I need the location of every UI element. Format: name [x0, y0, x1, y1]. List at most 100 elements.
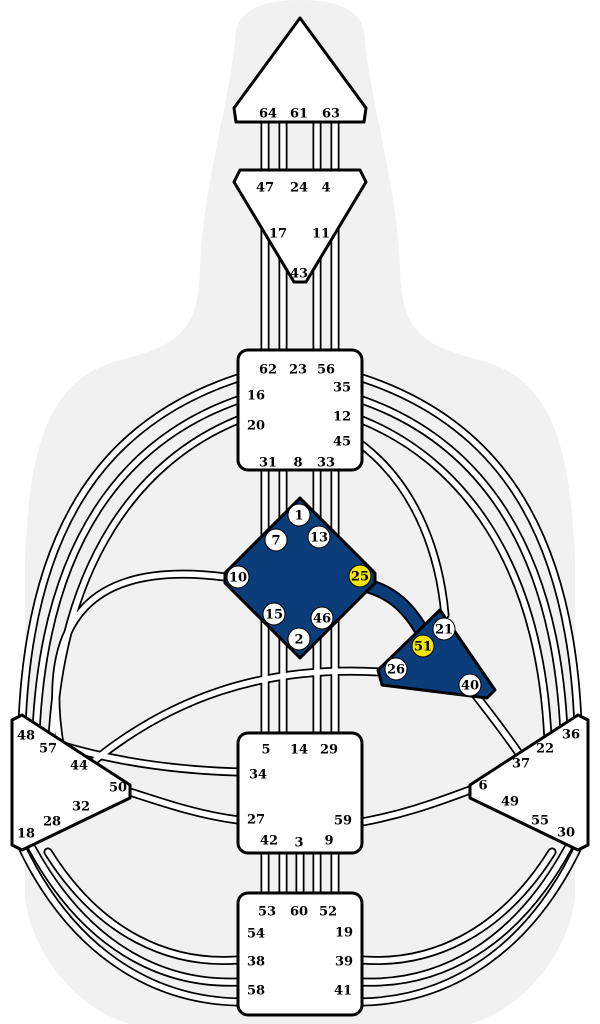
- gate-26: 26: [387, 663, 405, 678]
- gate-13: 13: [310, 531, 328, 546]
- ajna-center: [232, 168, 368, 284]
- gate-40: 40: [461, 679, 479, 694]
- channel-fill: [92, 668, 383, 763]
- channel-fill: [45, 849, 241, 964]
- gate-circle: [384, 657, 408, 681]
- gate-23: 23: [289, 363, 307, 378]
- gate-17: 17: [269, 227, 287, 242]
- gate-19: 19: [335, 926, 353, 941]
- gate-24: 24: [290, 181, 308, 196]
- gate-48: 48: [17, 729, 35, 744]
- gate-54: 54: [247, 927, 265, 942]
- channel-fill: [359, 442, 448, 618]
- gate-38: 38: [247, 955, 265, 970]
- gate-circle: [287, 627, 311, 651]
- gate-10: 10: [229, 571, 247, 586]
- gate-5: 5: [261, 743, 270, 758]
- gate-56: 56: [317, 363, 335, 378]
- gate-33: 33: [317, 456, 335, 471]
- gate-55: 55: [531, 814, 549, 829]
- gate-16: 16: [247, 389, 265, 404]
- channel-fill: [359, 845, 571, 985]
- gate-circle: [262, 602, 286, 626]
- gate-62: 62: [259, 363, 277, 378]
- gate-circle: [458, 673, 482, 697]
- gate-36: 36: [562, 728, 580, 743]
- gate-circle: [310, 606, 334, 630]
- gate-39: 39: [335, 955, 353, 970]
- gate-7: 7: [271, 534, 280, 549]
- gate-29: 29: [320, 743, 338, 758]
- gate-44: 44: [70, 759, 88, 774]
- throat-center: [236, 348, 364, 472]
- channel-fill: [29, 845, 241, 985]
- gate-circle: [307, 525, 331, 549]
- channel-fill: [359, 840, 583, 1005]
- channel-fill: [359, 849, 555, 964]
- gate-37: 37: [512, 757, 530, 772]
- gate-25: 25: [351, 570, 369, 585]
- gate-2: 2: [294, 633, 303, 648]
- solar-plexus-center: [468, 713, 590, 852]
- gate-circle: [348, 564, 372, 588]
- gate-circle: [411, 634, 435, 658]
- gate-61: 61: [290, 107, 308, 122]
- gate-30: 30: [557, 826, 575, 841]
- gate-35: 35: [333, 381, 351, 396]
- gate-11: 11: [312, 227, 330, 242]
- gate-22: 22: [536, 742, 554, 757]
- gate-15: 15: [265, 608, 283, 623]
- gate-60: 60: [290, 905, 308, 920]
- gate-42: 42: [260, 834, 278, 849]
- gate-14: 14: [290, 743, 308, 758]
- spleen-center: [10, 713, 132, 852]
- gate-47: 47: [256, 181, 274, 196]
- gate-circle: [432, 617, 456, 641]
- gate-9: 9: [324, 834, 333, 849]
- gate-3: 3: [294, 836, 303, 851]
- gate-57: 57: [39, 742, 57, 757]
- channel-fill: [359, 787, 473, 825]
- gate-12: 12: [333, 410, 351, 425]
- gate-34: 34: [249, 768, 267, 783]
- root-center: [236, 891, 364, 1017]
- gate-45: 45: [333, 435, 351, 450]
- gate-63: 63: [322, 107, 340, 122]
- gate-circle: [226, 565, 250, 589]
- gate-4: 4: [321, 181, 330, 196]
- channel-fill: [127, 789, 241, 823]
- gate-53: 53: [258, 905, 276, 920]
- gate-1: 1: [294, 509, 303, 524]
- gate-43: 43: [290, 267, 308, 282]
- g-center: [223, 496, 377, 660]
- gate-20: 20: [247, 419, 265, 434]
- sacral-center: [236, 731, 364, 855]
- gate-32: 32: [72, 800, 90, 815]
- gate-64: 64: [259, 107, 277, 122]
- gate-52: 52: [319, 905, 337, 920]
- channel-fill: [19, 375, 241, 728]
- gate-50: 50: [109, 781, 127, 796]
- channel-fill: [359, 417, 551, 743]
- channel-fill: [359, 397, 567, 735]
- gate-21: 21: [435, 623, 453, 638]
- gate-31: 31: [259, 456, 277, 471]
- channel-fill: [53, 571, 228, 748]
- channel-fill: [33, 397, 241, 735]
- gate-58: 58: [247, 984, 265, 999]
- gate-8: 8: [293, 456, 302, 471]
- gate-27: 27: [247, 813, 265, 828]
- gate-circle: [264, 528, 288, 552]
- channel-fill: [17, 840, 241, 1005]
- gate-51: 51: [414, 640, 432, 655]
- head-center: [232, 16, 368, 124]
- gate-6: 6: [478, 779, 487, 794]
- gate-circle: [287, 503, 311, 527]
- channel-fill: [359, 375, 581, 728]
- gate-28: 28: [43, 815, 61, 830]
- gate-46: 46: [313, 612, 331, 627]
- gate-41: 41: [334, 984, 352, 999]
- gate-18: 18: [17, 827, 35, 842]
